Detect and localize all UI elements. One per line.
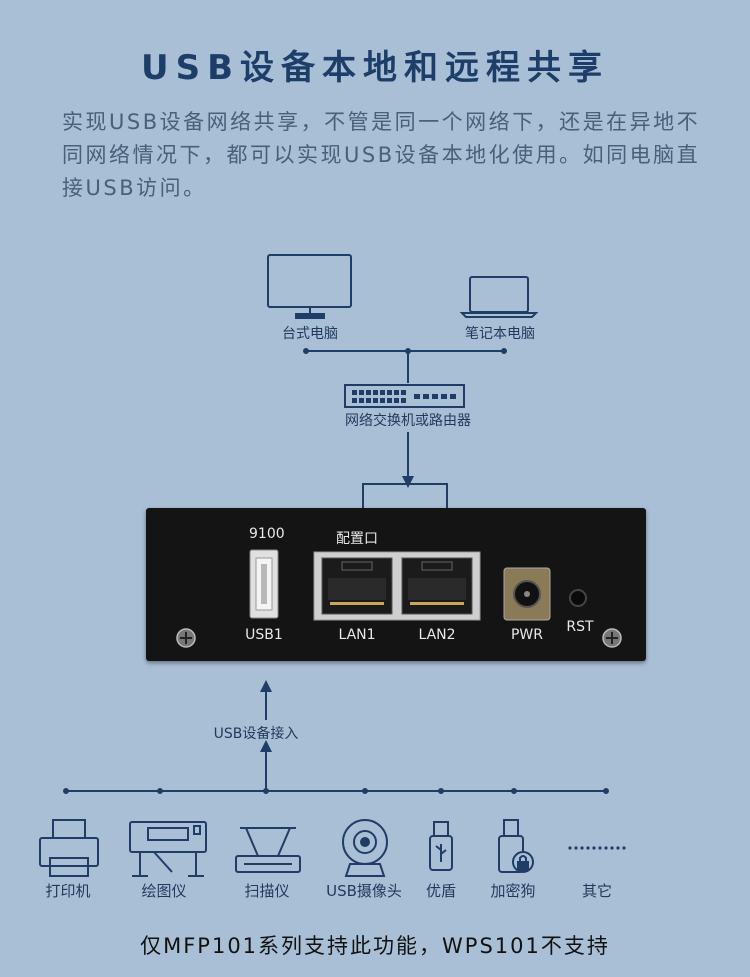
desktop-label: 台式电脑: [282, 326, 338, 342]
device-label: 其它: [581, 882, 613, 900]
usb-key-icon: [429, 821, 453, 871]
network-switch-icon: [344, 384, 465, 408]
desktop-monitor-icon: [267, 254, 352, 319]
usb-port-icon: [249, 549, 279, 619]
device-label: 打印机: [45, 882, 91, 900]
plotter-icon: [129, 821, 207, 877]
rst-label: RST: [566, 619, 594, 635]
switch-label: 网络交换机或路由器: [345, 413, 471, 429]
power-jack-icon: [503, 567, 551, 621]
reset-button-icon: [569, 589, 587, 607]
lan1-label: LAN1: [338, 627, 376, 643]
lan2-port-icon: [401, 557, 473, 615]
scanner-icon: [235, 827, 301, 873]
webcam-icon: [342, 819, 388, 877]
more-icon: [568, 846, 626, 850]
device-icons-row: [39, 819, 626, 877]
device-panel: 9100 配置口 USB1 LAN1 LAN2 PWR RST: [146, 508, 646, 661]
device-label: 扫描仪: [244, 882, 290, 900]
usb-in-label: USB设备接入: [213, 726, 299, 742]
lan2-label: LAN2: [418, 627, 456, 643]
device-label: USB摄像头: [326, 882, 402, 900]
port-number-label: 9100: [249, 526, 285, 542]
page-title: USB设备本地和远程共享: [140, 48, 609, 88]
description-text: 实现USB设备网络共享，不管是同一个网络下，还是在异地不同网络情况下，都可以实现…: [62, 110, 701, 200]
dongle-icon: [498, 819, 534, 873]
device-label: 绘图仪: [141, 882, 187, 900]
laptop-label: 笔记本电脑: [465, 326, 535, 342]
device-label: 加密狗: [490, 882, 536, 900]
screw-icon: [602, 628, 622, 648]
laptop-icon: [459, 276, 539, 318]
device-label: 优盾: [425, 882, 457, 900]
pwr-label: PWR: [510, 627, 544, 643]
screw-icon: [176, 628, 196, 648]
support-note: 仅MFP101系列支持此功能，WPS101不支持: [140, 934, 610, 958]
config-port-label: 配置口: [336, 531, 378, 547]
lan1-port-icon: [321, 557, 393, 615]
usb1-label: USB1: [245, 627, 283, 643]
printer-icon: [39, 819, 99, 877]
